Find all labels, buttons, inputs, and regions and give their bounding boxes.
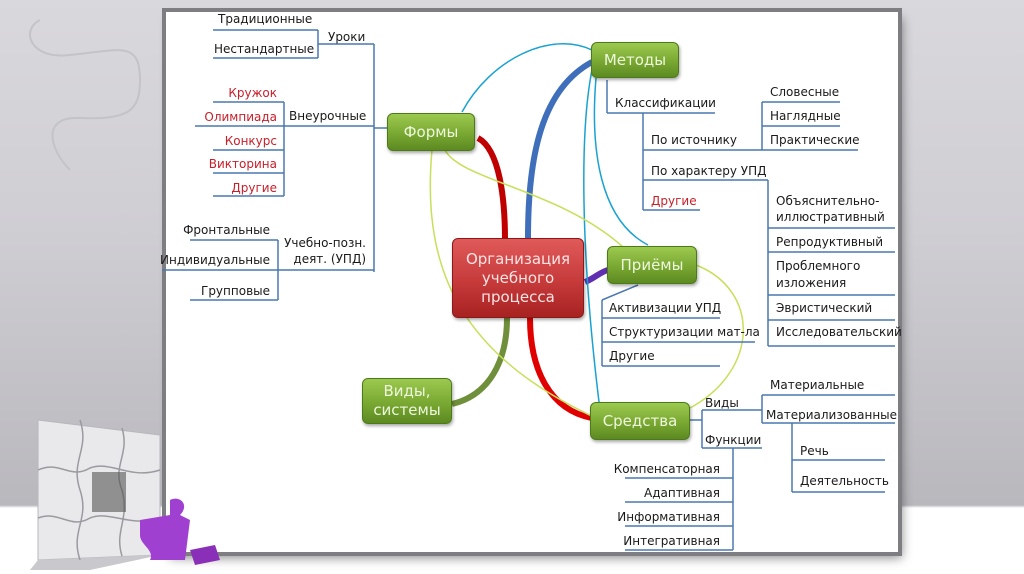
funkcii-item: Компенсаторная <box>613 462 720 476</box>
po-istochniku-item: Практические <box>770 133 860 147</box>
po-harakteru-item: изложения <box>776 276 847 290</box>
po-istochniku-label: По источнику <box>651 133 737 147</box>
po-harakteru-item: Эвристический <box>776 301 873 315</box>
center-node[interactable]: Организация учебного процесса <box>452 238 584 318</box>
po-harakteru-item: Исследовательский <box>776 325 902 339</box>
metody-node[interactable]: Методы <box>591 42 679 78</box>
uroki-item: Традиционные <box>218 12 313 26</box>
sredstva-vidy-sub: Деятельность <box>800 474 889 488</box>
priemy-item: Активизации УПД <box>609 301 722 315</box>
vneurochnye-item: Кружок <box>228 86 277 100</box>
vneurochnye-item: Конкурс <box>224 134 277 148</box>
po-harakteru-item: иллюстративный <box>776 210 885 224</box>
uroki-label: Уроки <box>328 30 366 44</box>
sredstva-funkcii-label: Функции <box>705 433 762 447</box>
funkcii-item: Информативная <box>617 510 720 524</box>
sredstva-vidy-item: Материализованные <box>766 408 898 422</box>
po-harakteru-item: Проблемного <box>776 259 861 273</box>
formy-node[interactable]: Формы <box>387 113 475 151</box>
link-center-priemy <box>583 267 609 285</box>
priemy-item: Другие <box>609 349 655 363</box>
vneurochnye-item: Другие <box>231 181 277 195</box>
sredstva-node-label: Средства <box>602 411 678 430</box>
klassifikacii-label: Классификации <box>615 96 716 110</box>
uroki-item: Нестандартные <box>214 42 315 56</box>
po-harakteru-item: Объяснительно- <box>776 194 880 208</box>
upd-label-line2: деят. (УПД) <box>293 252 366 266</box>
po-istochniku-item: Словесные <box>770 85 840 99</box>
metody-drugie-label: Другие <box>651 194 697 208</box>
vneurochnye-item: Викторина <box>208 157 277 171</box>
upd-item: Индивидуальные <box>160 253 270 267</box>
vneurochnye-label: Внеурочные <box>289 109 367 123</box>
sredstva-vidy-item: Материальные <box>770 378 865 392</box>
vidy-sistemy-node-label: Виды, системы <box>373 382 441 419</box>
sredstva-vidy-label: Виды <box>705 396 739 410</box>
metody-node-label: Методы <box>603 50 667 69</box>
upd-label-line1: Учебно-позн. <box>284 236 366 250</box>
po-istochniku-item: Наглядные <box>770 109 841 123</box>
priemy-node-label: Приёмы <box>620 255 684 274</box>
link-center-vidy <box>451 317 510 407</box>
formy-node-label: Формы <box>403 122 459 141</box>
link-center-sredstva <box>527 317 593 421</box>
puzzle-decoration-icon <box>30 419 220 570</box>
vidy-sistemy-node[interactable]: Виды, системы <box>362 378 452 424</box>
upd-item: Групповые <box>201 284 270 298</box>
upd-item: Фронтальные <box>183 223 270 237</box>
background-swirl-decoration <box>29 19 142 171</box>
po-harakteru-item: Репродуктивный <box>776 235 884 249</box>
po-harakteru-label: По характеру УПД <box>651 164 767 178</box>
funkcii-item: Интегративная <box>623 534 720 548</box>
vneurochnye-item: Олимпиада <box>204 110 277 124</box>
link-center-formy <box>476 135 508 241</box>
priemy-node[interactable]: Приёмы <box>607 246 697 284</box>
priemy-item: Структуризации мат-ла <box>609 325 760 339</box>
sredstva-vidy-sub: Речь <box>800 444 829 458</box>
link-center-metody <box>525 59 594 239</box>
center-node-label: Организация учебного процесса <box>465 249 571 306</box>
sredstva-node[interactable]: Средства <box>590 402 690 440</box>
funkcii-item: Адаптивная <box>644 486 720 500</box>
